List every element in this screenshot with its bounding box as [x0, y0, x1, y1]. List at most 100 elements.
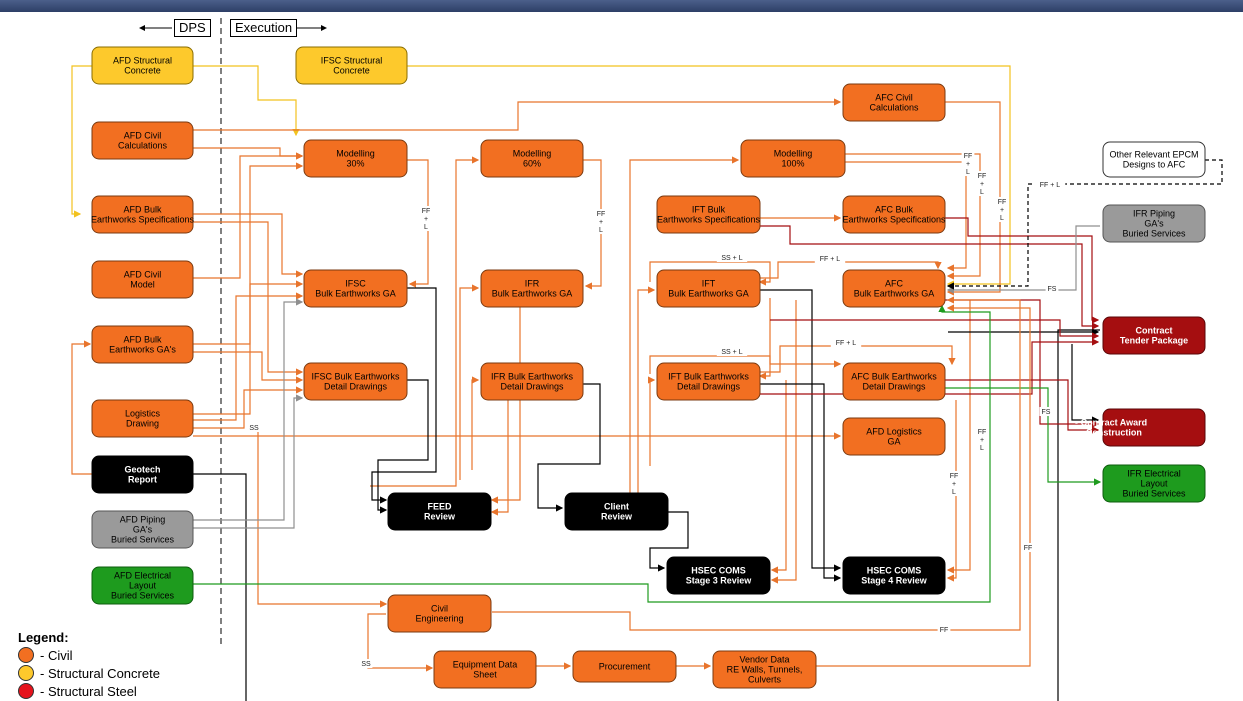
link-label-ffl-afc-calc: FF+L: [998, 199, 1007, 222]
legend: Legend: - Civil - Structural Concrete - …: [18, 630, 160, 700]
box-label: Stage 3 Review: [686, 576, 753, 586]
box-label: ▪ Contract Award: [1075, 418, 1147, 428]
box-shape: [91, 325, 194, 364]
box-shape: [1102, 464, 1206, 503]
link-ift-ga-ss: [649, 261, 771, 286]
box-label: Drawing: [126, 419, 159, 429]
civil-swatch: [18, 647, 34, 663]
link-label-background: [947, 471, 961, 496]
box-label: Tender Package: [1120, 336, 1188, 346]
box-shape: [303, 362, 408, 401]
box-label: Other Relevant EPCM: [1109, 150, 1198, 160]
link-label-ss-ift-ga: SS + L: [721, 255, 742, 262]
box-shape: [842, 362, 946, 401]
box-label: Report: [128, 475, 157, 485]
link-client-to-hsec3: [649, 511, 689, 572]
link-label-background: [1021, 543, 1035, 552]
box-label: Engineering: [415, 614, 463, 624]
box-label: IFT Bulk: [692, 205, 726, 215]
box-label: AFD Civil: [124, 270, 162, 280]
box-label: Modelling: [336, 149, 375, 159]
box-shape: [480, 139, 584, 178]
link-afc-calc-to-afc-ga: [945, 101, 1001, 296]
box-label: Bulk Earthworks GA: [854, 289, 935, 299]
box-label: Modelling: [774, 149, 813, 159]
link-logistics-to-mod30: [193, 162, 304, 415]
box-shape: [572, 650, 677, 683]
link-afc-ga-to-hsec4: [946, 300, 971, 574]
box-label: IFT Bulk Earthworks: [668, 372, 749, 382]
box-label: Buried Services: [111, 535, 175, 545]
legend-label: - Structural Steel: [40, 683, 137, 699]
box-label: Calculations: [869, 103, 919, 113]
box-label: Bulk Earthworks GA: [668, 289, 749, 299]
link-label-background: [247, 423, 261, 432]
link-struct-to-bulk-spec: [71, 65, 92, 218]
box-label: Calculations: [118, 141, 168, 151]
box-label: GA's: [1144, 219, 1164, 229]
link-contract-right-down: [1057, 329, 1100, 701]
box-shape: [303, 139, 408, 178]
link-label-background: [961, 151, 975, 176]
box-shape: [91, 121, 194, 160]
link-ifr-piping-to-afc-ga: [946, 225, 1100, 294]
link-label-background: [975, 427, 989, 452]
box-label: ▪ Construction: [1080, 428, 1142, 438]
box-shape: [666, 556, 771, 595]
box-label: AFC Bulk: [875, 205, 914, 215]
box-shape: [91, 260, 194, 299]
link-label-background: [716, 253, 748, 262]
box-label: IFR Electrical: [1127, 469, 1181, 479]
box-label: HSEC COMS: [691, 566, 746, 576]
link-label-ffl-mod100-b: FF+L: [978, 173, 987, 196]
link-spec-to-ifsc-ga: [193, 213, 304, 278]
box-label: AFD Civil: [124, 131, 162, 141]
link-epcm-to-afc-ga: [946, 159, 1223, 290]
box-label: Review: [601, 512, 633, 522]
link-ift-detail-to-hsec3: [770, 380, 787, 574]
box-label: Bulk Earthworks GA: [492, 289, 573, 299]
box-label: AFC Civil: [875, 93, 913, 103]
link-geotech-down: [193, 473, 247, 701]
window-title-bar: [0, 0, 1243, 12]
box-label: Detail Drawings: [500, 382, 564, 392]
link-label-ffl-hsec4-b: FF+L: [950, 473, 959, 496]
box-label: Concrete: [124, 66, 161, 76]
link-afc-ga-to-award: [945, 299, 1100, 428]
box-label: GA's: [133, 525, 153, 535]
link-label-background: [716, 347, 748, 356]
link-to-contract-award: [1071, 344, 1100, 424]
box-label: IFSC Bulk Earthworks: [311, 372, 400, 382]
box-shape: [842, 269, 946, 308]
box-label: Layout: [129, 581, 157, 591]
link-ifsc-to-mod60: [370, 156, 480, 487]
box-label: IFSC Structural: [321, 56, 383, 66]
box-label: Detail Drawings: [677, 382, 741, 392]
link-label-background: [359, 659, 373, 668]
link-ga-to-ifsc-detail: [193, 351, 304, 384]
link-afd-elec-to-afc-ga: [193, 304, 991, 603]
link-label-background: [830, 338, 862, 347]
link-ifsc-detail-to-feed: [377, 379, 429, 514]
box-shape: [91, 46, 194, 85]
link-label-ss-equip: SS: [361, 661, 371, 668]
legend-item-civil: - Civil: [18, 646, 160, 664]
legend-item-structural-concrete: - Structural Concrete: [18, 664, 160, 682]
link-label-ffl-hsec4-a: FF+L: [978, 429, 987, 452]
box-procurement: Procurement: [572, 650, 677, 683]
box-label: Review: [424, 512, 456, 522]
link-struct-to-mod30: [193, 65, 300, 137]
